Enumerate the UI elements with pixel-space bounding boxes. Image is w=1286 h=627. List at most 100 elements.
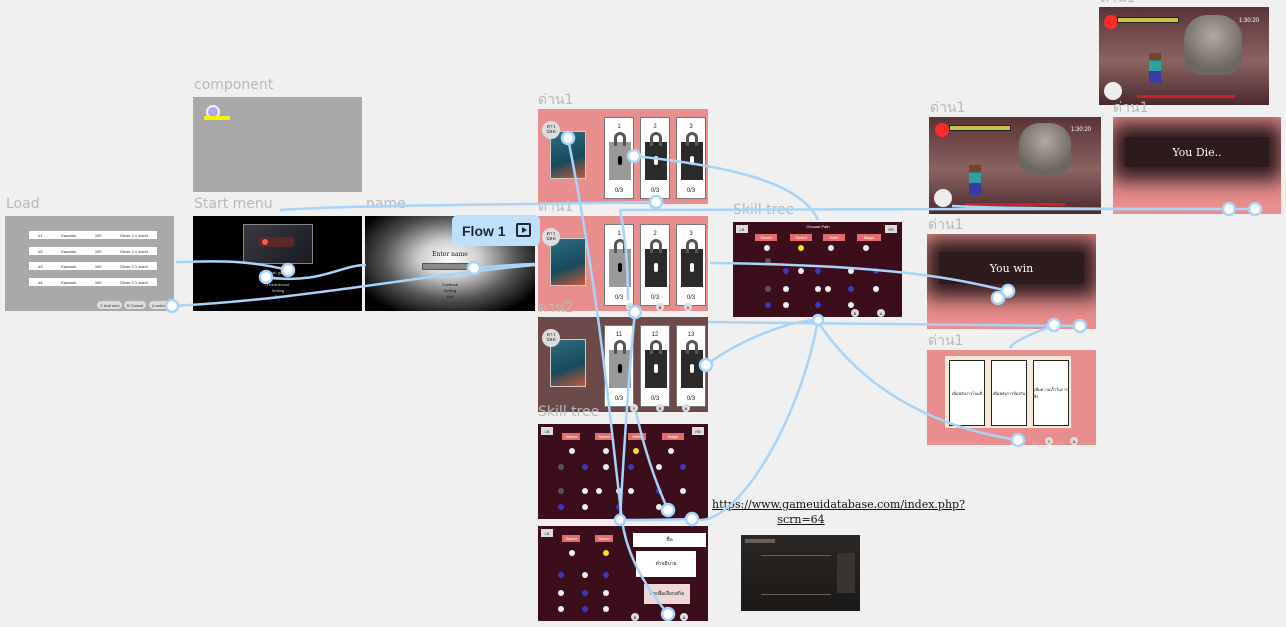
- gameplay-frame[interactable]: 1:30:20: [1099, 7, 1269, 105]
- skill-node[interactable]: [582, 504, 588, 510]
- skill-node[interactable]: [825, 286, 831, 292]
- skill-node[interactable]: [815, 302, 821, 308]
- skill-node[interactable]: [783, 268, 789, 274]
- skill-node[interactable]: [558, 464, 564, 470]
- skill-node[interactable]: [603, 464, 609, 470]
- skill-node[interactable]: [783, 302, 789, 308]
- skill-node[interactable]: [848, 268, 854, 274]
- frame-label-load[interactable]: Load: [6, 196, 40, 212]
- skill-node[interactable]: [798, 268, 804, 274]
- b-key[interactable]: B: [656, 303, 664, 311]
- tutorial-badge[interactable]: ตาว ปลด: [542, 329, 560, 347]
- skill-tab-magic[interactable]: Magic: [662, 433, 684, 440]
- skill-node[interactable]: [582, 464, 588, 470]
- skill-node[interactable]: [656, 464, 662, 470]
- tutorial-badge[interactable]: ตาว ปลด: [542, 228, 560, 246]
- skill-tree-frame[interactable]: LB RB Choose Path Sword Sword Knife Magi…: [733, 222, 902, 317]
- frame-label-stage1[interactable]: ด่าน1: [1113, 100, 1149, 116]
- skill-tree-frame[interactable]: LB RB Sword Sword Knife Magic: [538, 424, 708, 519]
- skill-tab-magic[interactable]: Magic: [857, 234, 881, 241]
- skill-node[interactable]: [765, 302, 771, 308]
- skill-node[interactable]: [848, 302, 854, 308]
- a-key[interactable]: A: [684, 303, 692, 311]
- skill-node[interactable]: [656, 504, 662, 510]
- frame-label-component[interactable]: component: [194, 77, 274, 93]
- skill-tab-knife[interactable]: Knife: [823, 234, 845, 241]
- skill-node[interactable]: [628, 488, 634, 494]
- gameplay-frame[interactable]: 1:30:20: [929, 117, 1101, 214]
- skill-node[interactable]: [765, 286, 771, 292]
- skill-node[interactable]: [668, 448, 674, 454]
- skill-node[interactable]: [558, 488, 564, 494]
- reference-link[interactable]: https://www.gameuidatabase.com/index.php…: [712, 498, 965, 526]
- skill-node[interactable]: [815, 268, 821, 274]
- start-menu-frame[interactable]: Start game Load Leaderboard Setting Exit: [193, 216, 362, 311]
- skill-node[interactable]: [616, 504, 622, 510]
- skill-node[interactable]: [582, 572, 588, 578]
- y-key[interactable]: Y: [626, 303, 634, 311]
- component-frame[interactable]: [193, 97, 362, 192]
- frame-label-skill-tree[interactable]: Skill tree: [538, 404, 600, 420]
- sword-skill-icon[interactable]: [1104, 82, 1122, 100]
- skill-node[interactable]: [848, 286, 854, 292]
- game-over-frame[interactable]: You Die..: [1113, 117, 1281, 214]
- skill-tab-sword[interactable]: Sword: [755, 234, 777, 241]
- skill-node[interactable]: [603, 590, 609, 596]
- add-new-button[interactable]: Y Add new: [97, 301, 123, 309]
- skill-tab-sword[interactable]: Sword: [595, 433, 613, 440]
- skill-node[interactable]: [558, 572, 564, 578]
- skill-node[interactable]: [764, 245, 770, 251]
- a-key[interactable]: A: [1070, 437, 1078, 445]
- skill-node[interactable]: [558, 606, 564, 612]
- skill-tab-sword[interactable]: Sword: [595, 535, 613, 542]
- skill-node[interactable]: [656, 488, 662, 494]
- skill-node[interactable]: [596, 488, 602, 494]
- skill-tab-sword[interactable]: Sword: [562, 433, 580, 440]
- victory-frame[interactable]: You win: [927, 234, 1096, 329]
- skill-tab-sword[interactable]: Sword: [562, 535, 580, 542]
- skill-node[interactable]: [558, 504, 564, 510]
- skill-tab-sword[interactable]: Sword: [790, 234, 812, 241]
- skill-node[interactable]: [680, 464, 686, 470]
- frame-label-stage2[interactable]: ด่าน2: [538, 300, 574, 316]
- a-key[interactable]: A: [682, 404, 690, 412]
- skill-node[interactable]: [616, 488, 622, 494]
- choose-skill-button[interactable]: กดเพื่อเลือกสกิล: [644, 584, 690, 604]
- lb-button[interactable]: LB: [541, 529, 553, 537]
- y-key[interactable]: Y: [630, 404, 638, 412]
- skill-node[interactable]: [603, 550, 609, 556]
- skill-tab-knife[interactable]: Knife: [628, 433, 646, 440]
- skill-node[interactable]: [783, 286, 789, 292]
- skill-node[interactable]: [798, 245, 804, 251]
- skill-node[interactable]: [569, 550, 575, 556]
- skill-node[interactable]: [569, 448, 575, 454]
- skill-node[interactable]: [582, 488, 588, 494]
- skill-node[interactable]: [680, 488, 686, 494]
- frame-label-stage1[interactable]: ด่าน1: [928, 333, 964, 349]
- select-button[interactable]: A select: [149, 301, 170, 309]
- rb-button[interactable]: RB: [885, 225, 897, 233]
- skill-node[interactable]: [603, 572, 609, 578]
- rb-button[interactable]: RB: [692, 427, 704, 435]
- upgrade-card[interactable]: เพิ่มความเร็วในการ ยิง: [1033, 360, 1069, 426]
- b-key[interactable]: B: [851, 309, 859, 317]
- flow-start-tag[interactable]: Flow 1: [452, 215, 540, 246]
- frame-label-name[interactable]: name: [366, 196, 406, 212]
- skill-node[interactable]: [582, 606, 588, 612]
- frame-label-stage1[interactable]: ด่าน1: [1100, 0, 1135, 9]
- lb-button[interactable]: LB: [736, 225, 748, 233]
